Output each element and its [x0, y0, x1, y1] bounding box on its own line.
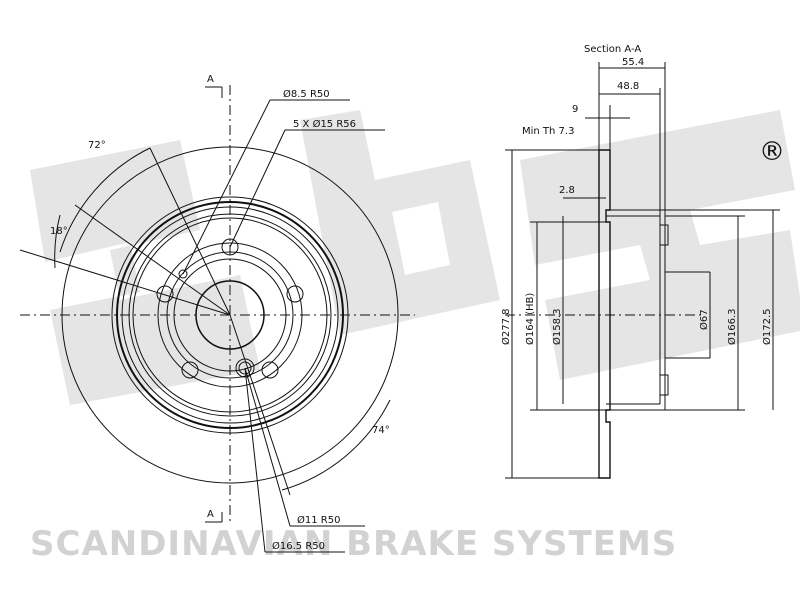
section-view: [505, 62, 780, 479]
brand-watermark-text: SCANDINAVIAN BRAKE SYSTEMS: [30, 524, 677, 564]
angle-arc-72: [59, 147, 151, 253]
hub-chamfer-bottom: [660, 374, 669, 396]
angle-arc-74: [281, 399, 391, 491]
locating-hole-small: [178, 269, 188, 279]
bolt-hole-2: [286, 285, 304, 303]
callout-hole-small: Ø8.5 R50: [283, 88, 330, 100]
radial-line-top: [149, 147, 231, 316]
registered-mark: ®: [759, 137, 785, 167]
section-marker-label-bottom: A: [207, 509, 214, 520]
hub-face: [659, 210, 666, 410]
dim-inner-diameter: Ø158.3: [551, 309, 563, 346]
dim-total-width: 55.4: [622, 57, 644, 68]
radial-line-bottom: [229, 314, 291, 496]
locating-hole-mid: [238, 361, 252, 375]
callout-hole-large: Ø16.5 R50: [272, 540, 325, 552]
dim-hub-outer-diameter: Ø172.5: [761, 309, 773, 346]
radial-line-horizontal: [19, 249, 231, 316]
callout-hole-mid: Ø11 R50: [297, 514, 340, 526]
angle-arc-18: [54, 214, 61, 269]
angle-label-top: 72°: [88, 140, 106, 151]
section-marker-label-top: A: [207, 74, 214, 85]
dim-hat-wall: 2.8: [559, 185, 575, 196]
front-view: [19, 85, 415, 553]
leader-hole-mid: [244, 367, 291, 527]
leader-hole-large: [244, 367, 266, 553]
dim-hb-diameter: Ø164 (HB): [524, 293, 536, 345]
bolt-hole-4: [181, 361, 199, 379]
dim-min-thickness: Min Th 7.3: [522, 126, 574, 137]
radial-line-side: [74, 204, 231, 316]
dim-hub-width: 48.8: [617, 81, 639, 92]
section-title: Section A-A: [584, 44, 641, 55]
bolt-hole-3: [261, 361, 279, 379]
dim-disc-thickness: 9: [572, 104, 578, 115]
angle-label-bottom: 74°: [372, 425, 390, 436]
dim-center-bore: Ø67: [698, 309, 710, 330]
dim-hub-diameter: Ø166.3: [726, 309, 738, 346]
angle-label-side: 18°: [50, 226, 68, 237]
callout-bolt-holes: 5 X Ø15 R56: [293, 118, 356, 130]
sbs-logo-watermark: [30, 110, 800, 405]
hub-chamfer-top: [660, 224, 669, 246]
bolt-hole-5: [156, 285, 174, 303]
leader-bolt-holes: [229, 129, 286, 248]
leader-hole-small: [182, 99, 271, 275]
dim-outer-diameter: Ø277.8: [500, 309, 512, 346]
